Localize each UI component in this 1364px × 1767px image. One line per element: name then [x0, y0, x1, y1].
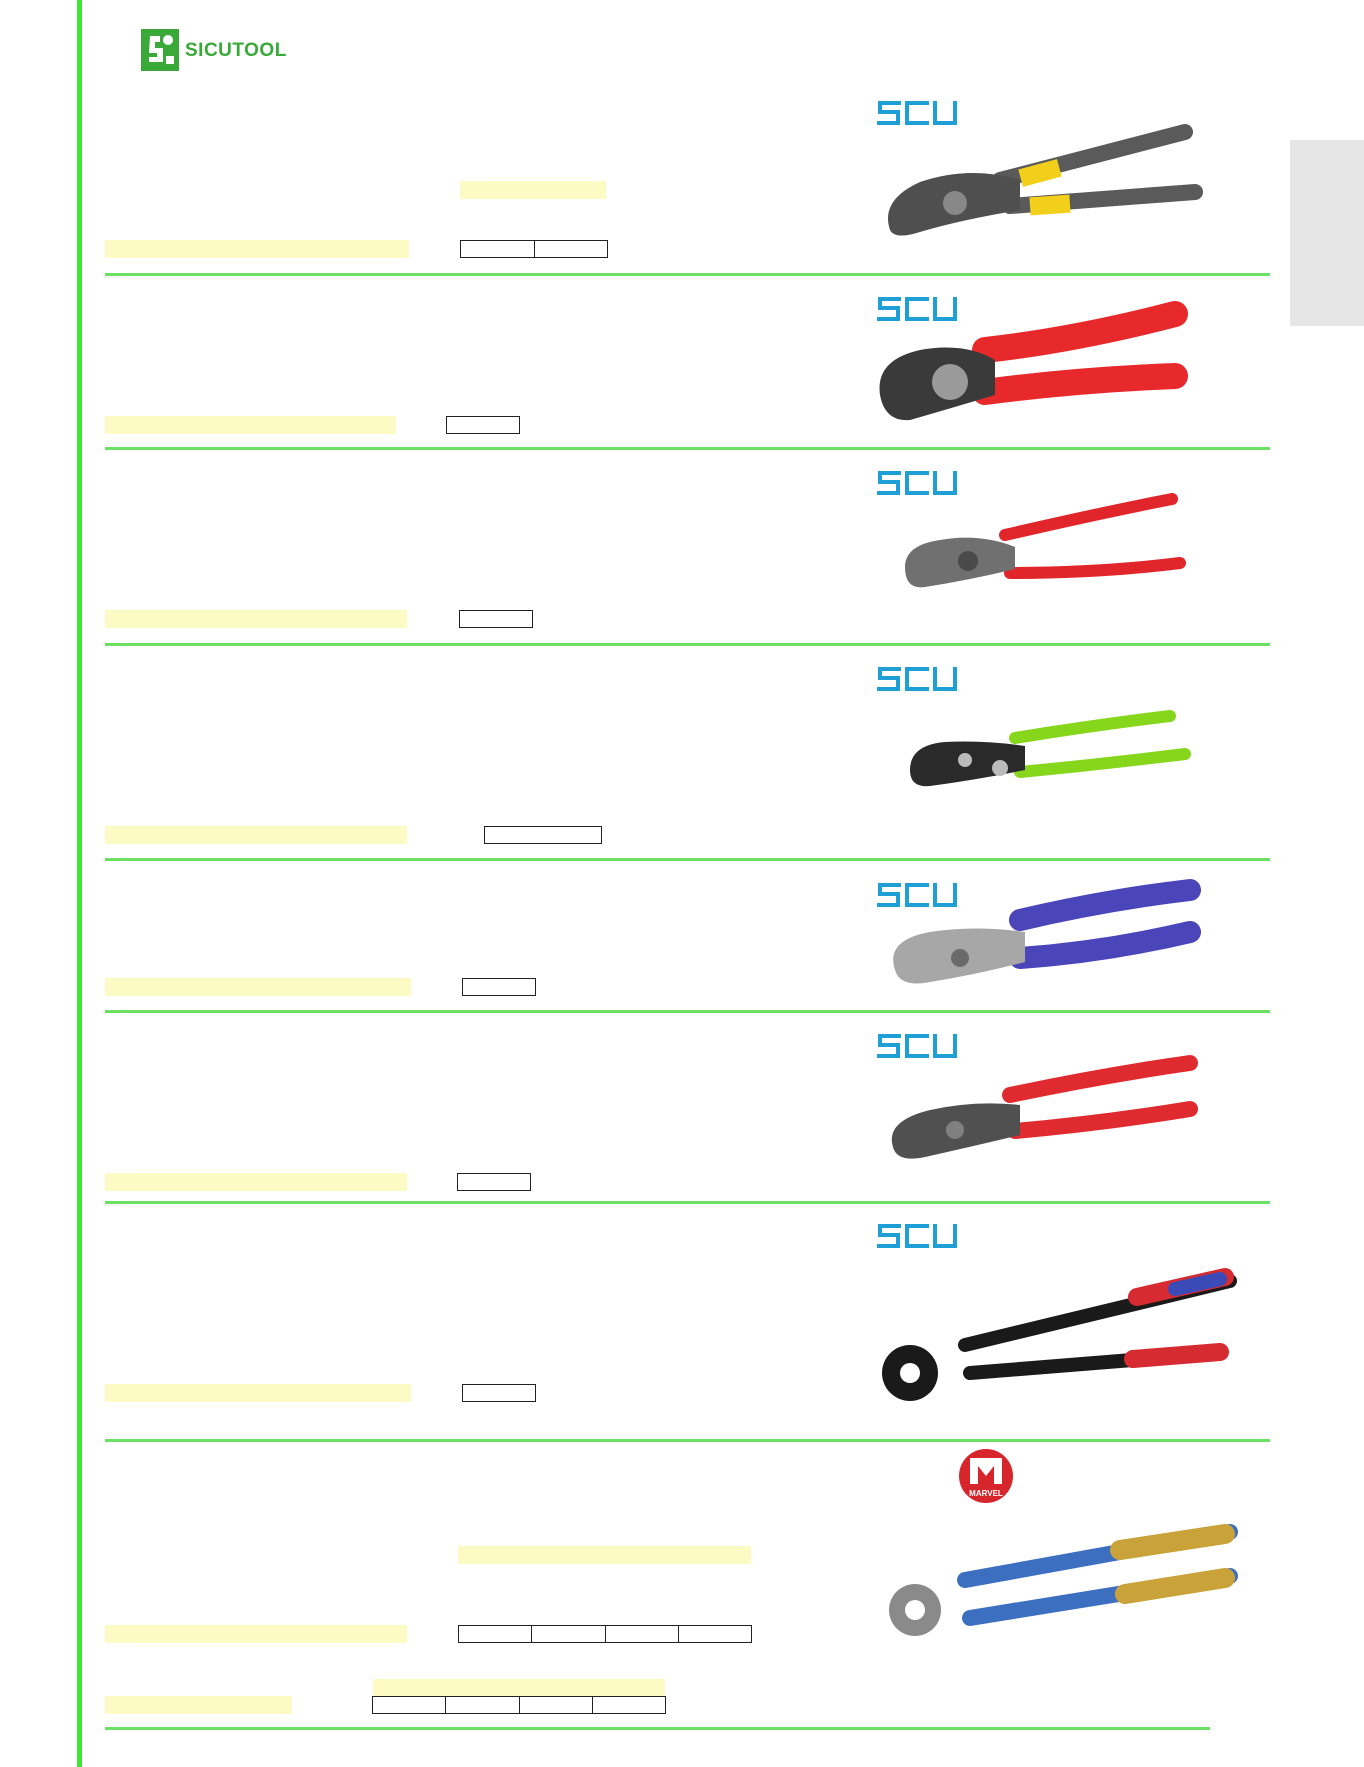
highlight-field: [458, 1546, 751, 1564]
header-logo: SICUTOOL: [140, 28, 340, 72]
highlight-field: [105, 416, 396, 434]
spec-table: [459, 610, 533, 628]
highlight-field: [105, 610, 407, 628]
spec-table: [446, 416, 520, 434]
highlight-field: [460, 181, 606, 199]
cable-cutter-red-insulated-icon: [879, 301, 1188, 421]
highlight-field: [105, 1384, 411, 1402]
highlight-field: [105, 240, 409, 258]
marvel-brand-text: MARVEL: [969, 1489, 1003, 1498]
brand-name: SICUTOOL: [185, 40, 287, 61]
section-divider: [105, 643, 1270, 646]
section-divider: [105, 1201, 1270, 1204]
spec-table: [458, 1625, 752, 1643]
highlight-field: [105, 1173, 407, 1191]
table-cell: [460, 611, 532, 627]
cable-cutter-blue-icon: [893, 879, 1201, 984]
table-cell: [593, 1697, 665, 1713]
left-accent-bar: [77, 0, 82, 1767]
heavy-duty-cable-cutter-icon: [889, 1524, 1238, 1636]
table-cell: [446, 1697, 520, 1713]
highlight-field: [105, 826, 407, 844]
spec-table: [462, 978, 536, 996]
table-cell: [606, 1626, 679, 1642]
cable-cutter-red-slim-icon: [905, 493, 1186, 588]
scu-brand-logo: [877, 667, 957, 691]
table-cell: [463, 979, 535, 995]
section-divider: [105, 1010, 1270, 1013]
spec-table: [462, 1384, 536, 1402]
cable-cutter-red-dark-head-icon: [891, 1055, 1198, 1159]
side-tab: [1290, 140, 1364, 326]
table-cell: [535, 241, 608, 257]
spec-table: [460, 240, 608, 258]
sicutool-logo-icon: [141, 29, 179, 71]
highlight-field: [373, 1679, 665, 1697]
table-cell: [447, 417, 519, 433]
section-divider: [105, 447, 1270, 450]
section-divider: [105, 1727, 1210, 1730]
section-divider: [105, 1439, 1270, 1442]
marvel-brand-logo: MARVEL: [959, 1449, 1013, 1503]
cable-cutter-gray-yellow-icon: [888, 124, 1203, 236]
highlight-field: [105, 978, 411, 996]
spec-table: [457, 1173, 531, 1191]
scu-brand-logo: [877, 471, 957, 495]
section-divider: [105, 858, 1270, 861]
table-cell: [373, 1697, 447, 1713]
highlight-field: [105, 1625, 407, 1643]
table-cell: [459, 1626, 533, 1642]
scu-brand-logo: [877, 1224, 957, 1248]
table-cell: [679, 1626, 751, 1642]
table-cell: [461, 241, 535, 257]
long-handle-cable-cutter-icon: [882, 1268, 1237, 1401]
spec-table: [372, 1696, 666, 1714]
table-cell: [520, 1697, 593, 1713]
scu-brand-logo: [877, 297, 957, 321]
table-cell: [485, 827, 601, 843]
table-cell: [458, 1174, 530, 1190]
section-divider: [105, 273, 1270, 276]
scu-brand-logo: [877, 101, 957, 125]
scu-brand-logo: [877, 883, 957, 907]
table-cell: [532, 1626, 606, 1642]
scu-brand-logo: [877, 1034, 957, 1058]
highlight-field: [105, 1696, 292, 1714]
spec-table: [484, 826, 602, 844]
cable-cutter-green-icon: [910, 710, 1191, 787]
table-cell: [463, 1385, 535, 1401]
